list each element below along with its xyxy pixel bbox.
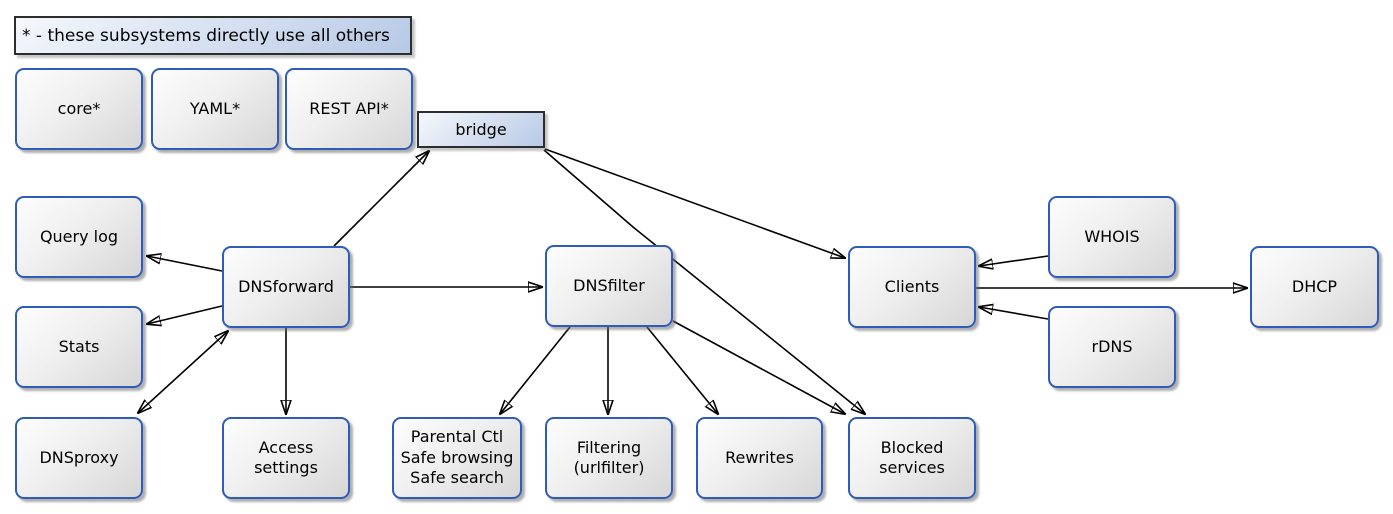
edge-dnsforward-dnsproxy	[138, 331, 228, 413]
edge-dnsforward-query-log	[147, 256, 223, 272]
node-whois-label: WHOIS	[1084, 226, 1140, 246]
edge-dnsfilter-blocked-services	[672, 320, 845, 414]
node-parental: Parental Ctl Safe browsing Safe search	[392, 417, 522, 499]
node-rdns: rDNS	[1048, 306, 1176, 388]
node-access-settings: Access settings	[222, 417, 350, 499]
node-access-settings-line2: settings	[254, 458, 318, 477]
node-rest-api-label: REST API*	[309, 98, 389, 118]
edge-whois-clients	[979, 255, 1049, 266]
node-parental-line3: Safe search	[410, 468, 504, 488]
node-clients-label: Clients	[884, 276, 940, 296]
node-blocked-services-line2: services	[879, 458, 945, 477]
node-rest-api: REST API*	[285, 68, 413, 150]
node-bridge: bridge	[417, 111, 545, 148]
node-dnsproxy-label: DNSproxy	[39, 447, 119, 467]
edge-dnsfilter-rewrites	[646, 326, 718, 414]
node-clients: Clients	[848, 246, 976, 328]
node-core-label: core*	[57, 98, 101, 118]
edge-dnsforward-stats	[147, 305, 223, 324]
edge-dnsforward-bridge	[333, 151, 429, 247]
node-stats-label: Stats	[58, 336, 100, 356]
node-filtering: Filtering (urlfilter)	[545, 417, 673, 499]
node-bridge-label: bridge	[455, 120, 507, 139]
node-dnsforward-label: DNSforward	[238, 276, 334, 296]
node-rdns-label: rDNS	[1091, 336, 1133, 356]
node-filtering-line1: Filtering	[576, 437, 642, 457]
node-parental-line2: Safe browsing	[400, 447, 514, 467]
edge-dnsfilter-parental	[500, 326, 571, 414]
node-rewrites: Rewrites	[696, 417, 823, 499]
legend-note: * - these subsystems directly use all ot…	[14, 16, 412, 55]
node-query-log-label: Query log	[39, 226, 119, 246]
node-core: core*	[15, 68, 143, 150]
node-dhcp-label: DHCP	[1291, 276, 1338, 296]
node-whois: WHOIS	[1048, 196, 1176, 278]
edge-rdns-clients	[979, 307, 1049, 320]
node-access-settings-line1: Access	[258, 437, 314, 457]
node-stats: Stats	[15, 306, 143, 388]
node-parental-line1: Parental Ctl	[410, 427, 504, 447]
node-filtering-line2: (urlfilter)	[573, 458, 645, 477]
node-blocked-services-line1: Blocked	[880, 437, 944, 457]
node-dnsfilter-label: DNSfilter	[573, 275, 645, 295]
node-query-log: Query log	[15, 196, 143, 278]
node-dhcp: DHCP	[1250, 246, 1379, 328]
node-dnsforward: DNSforward	[222, 246, 350, 328]
node-yaml: YAML*	[151, 68, 279, 150]
legend-text: * - these subsystems directly use all ot…	[22, 25, 390, 46]
node-dnsproxy: DNSproxy	[15, 417, 143, 499]
node-rewrites-label: Rewrites	[725, 447, 794, 467]
edge-bridge-clients	[544, 148, 845, 258]
node-yaml-label: YAML*	[189, 98, 241, 118]
node-dnsfilter: DNSfilter	[545, 245, 673, 327]
node-blocked-services: Blocked services	[848, 417, 976, 499]
